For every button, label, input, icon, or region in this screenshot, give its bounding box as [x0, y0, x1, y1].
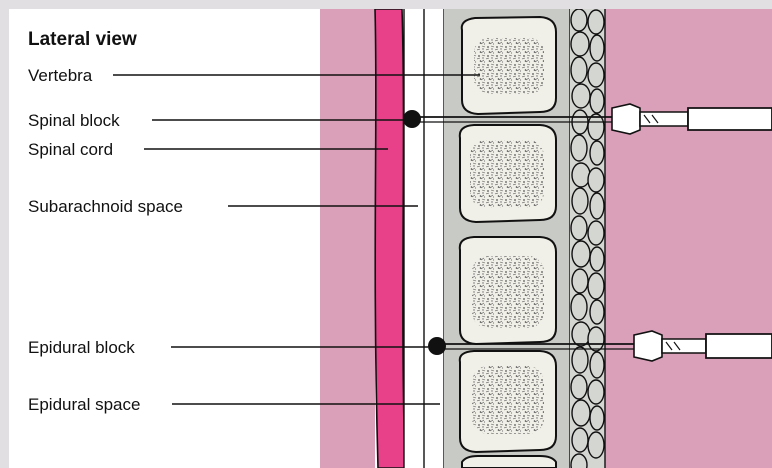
epidural-block-tip — [428, 337, 446, 355]
fat-cells — [570, 9, 605, 468]
label-spinal-block: Spinal block — [28, 111, 120, 130]
epidural-space — [424, 9, 444, 468]
label-subarachnoid-space: Subarachnoid space — [28, 197, 183, 216]
label-epidural-block: Epidural block — [28, 338, 135, 357]
spinal-block-tip — [403, 110, 421, 128]
subarachnoid-space — [404, 9, 424, 468]
vertebra-bodies — [460, 17, 556, 468]
tissue-right — [605, 9, 772, 468]
tissue-left — [320, 9, 375, 468]
label-vertebra: Vertebra — [28, 66, 93, 85]
spinal-cord — [375, 9, 405, 468]
diagram-title: Lateral view — [28, 29, 137, 50]
label-spinal-cord: Spinal cord — [28, 140, 113, 159]
label-epidural-space: Epidural space — [28, 395, 140, 414]
